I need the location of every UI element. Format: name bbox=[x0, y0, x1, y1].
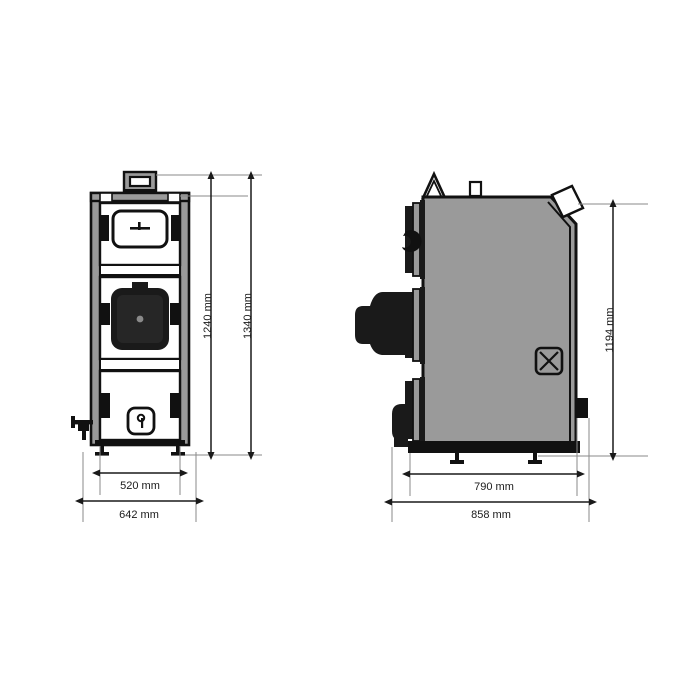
ash-door bbox=[98, 369, 182, 442]
side-upper-door bbox=[402, 200, 425, 279]
rear-tab bbox=[576, 398, 588, 418]
front-mid-band-lower bbox=[99, 358, 181, 371]
side-dimensions: 1194 mm 790 mm 858 mm bbox=[384, 199, 648, 522]
dim-label-front-width-inner: 520 mm bbox=[120, 480, 160, 492]
front-view bbox=[71, 170, 191, 456]
dim-label-side-depth-inner: 790 mm bbox=[474, 481, 514, 493]
inspection-cover bbox=[534, 346, 564, 376]
door-hook-handle bbox=[402, 230, 422, 253]
side-base-plinth bbox=[408, 441, 580, 453]
dim-label-side-depth-outer: 858 mm bbox=[471, 509, 511, 521]
top-vent bbox=[468, 180, 483, 198]
side-loading-door bbox=[355, 287, 425, 364]
upper-door bbox=[98, 201, 182, 267]
dim-label-front-height-inner: 1240 mm bbox=[202, 293, 214, 339]
dim-label-side-height: 1194 mm bbox=[604, 307, 616, 352]
side-body-inner-edge bbox=[547, 201, 571, 443]
front-dimensions: 1240 mm 1340 mm 520 mm 642 mm bbox=[75, 171, 262, 522]
dim-label-front-width-outer: 642 mm bbox=[119, 509, 159, 521]
side-view bbox=[355, 170, 588, 464]
front-base-plinth bbox=[95, 440, 185, 446]
drain-valve bbox=[71, 416, 93, 440]
side-body bbox=[421, 195, 578, 449]
lid-strip bbox=[550, 184, 585, 219]
adjustable-feet-side bbox=[450, 453, 542, 464]
dim-label-front-height-outer: 1340 mm bbox=[242, 293, 254, 339]
loading-door bbox=[98, 275, 182, 361]
adjustable-feet-front bbox=[95, 446, 185, 456]
front-mid-band-upper bbox=[99, 264, 181, 276]
